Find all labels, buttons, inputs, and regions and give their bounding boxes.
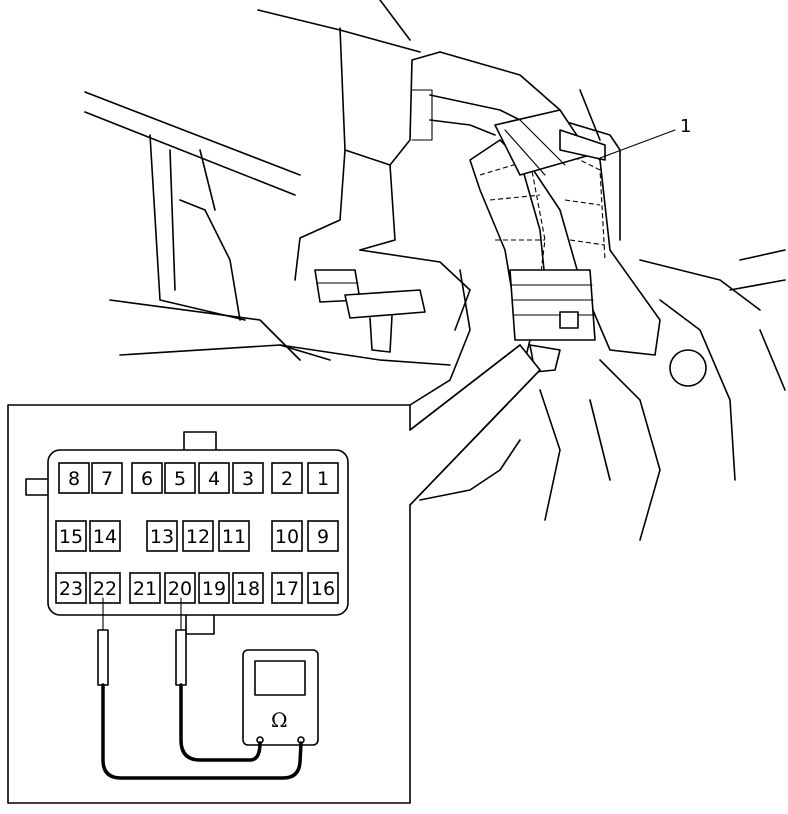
pin-number-8: 8: [68, 468, 80, 490]
pin-number-19: 19: [202, 578, 226, 600]
ohm-symbol: Ω: [271, 708, 288, 732]
pin-number-10: 10: [275, 526, 299, 548]
pin-cell: [232, 572, 264, 604]
ohmmeter: Ω: [242, 649, 319, 746]
pin-cell: [307, 462, 339, 494]
pin-cell: [89, 572, 121, 604]
engine-bay-illustration: [84, 0, 786, 541]
pin-number-20: 20: [168, 578, 192, 600]
pin-cell: [164, 572, 196, 604]
pin-number-6: 6: [141, 468, 153, 490]
pin-number-22: 22: [93, 578, 117, 600]
pin-number-7: 7: [101, 468, 113, 490]
pin-number-11: 11: [222, 526, 246, 548]
pin-number-4: 4: [208, 468, 220, 490]
probe-handle-right: [175, 629, 187, 686]
pin-number-23: 23: [59, 578, 83, 600]
pin-number-15: 15: [59, 526, 83, 548]
pin-number-9: 9: [317, 526, 329, 548]
pin-cell: [198, 572, 230, 604]
pin-cell: [271, 462, 303, 494]
pin-cell: [55, 520, 87, 552]
pin-number-2: 2: [281, 468, 293, 490]
pin-cell: [307, 520, 339, 552]
pin-cell: [198, 462, 230, 494]
connector-latch: [183, 431, 217, 453]
pin-number-5: 5: [174, 468, 186, 490]
pin-cell: [271, 520, 303, 552]
meter-display: [254, 660, 306, 696]
pin-cell: [91, 462, 123, 494]
pin-cell: [164, 462, 196, 494]
pin-cell: [131, 462, 163, 494]
pin-number-18: 18: [236, 578, 260, 600]
pin-cell: [89, 520, 121, 552]
lead-wire-right: [179, 683, 262, 762]
connector-side-tab: [25, 478, 51, 496]
pin-cell: [232, 462, 264, 494]
pin-cell: [307, 572, 339, 604]
pin-cell: [271, 572, 303, 604]
pin-number-13: 13: [150, 526, 174, 548]
pin-number-16: 16: [311, 578, 335, 600]
pin-cell: [146, 520, 178, 552]
pin-number-21: 21: [133, 578, 157, 600]
pin-number-17: 17: [275, 578, 299, 600]
pin-number-3: 3: [242, 468, 254, 490]
pin-cell: [182, 520, 214, 552]
pin-cell: [218, 520, 250, 552]
callout-label: 1: [680, 116, 691, 137]
pin-cell: [55, 572, 87, 604]
pin-number-1: 1: [317, 468, 329, 490]
pin-cell: [129, 572, 161, 604]
probe-handle-left: [97, 629, 109, 686]
pin-number-12: 12: [186, 526, 210, 548]
test-leads: [97, 597, 303, 780]
pin-cell: [58, 462, 90, 494]
lead-wire-left: [101, 683, 303, 780]
pin-number-14: 14: [93, 526, 117, 548]
